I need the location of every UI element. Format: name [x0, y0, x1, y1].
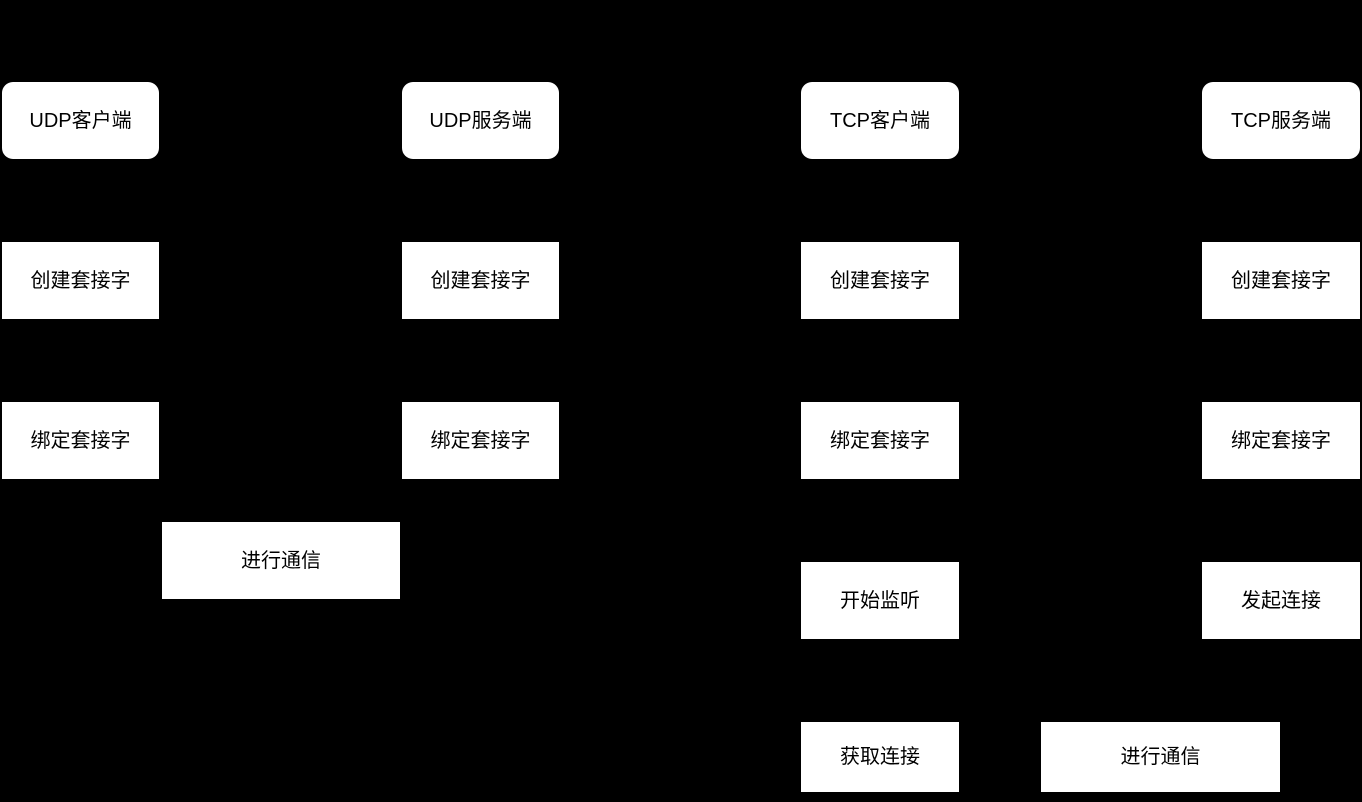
node-tcp-accept-connection: 获取连接	[801, 722, 959, 792]
node-tcp-initiate-connection: 发起连接	[1202, 562, 1360, 639]
node-tcp-client-create-socket: 创建套接字	[801, 242, 959, 319]
node-tcp-client-bind-socket: 绑定套接字	[801, 402, 959, 479]
node-udp-server-bind-socket: 绑定套接字	[402, 402, 559, 479]
node-udp-client-create-socket: 创建套接字	[2, 242, 159, 319]
node-tcp-start-listen: 开始监听	[801, 562, 959, 639]
node-udp-client: UDP客户端	[2, 82, 159, 159]
node-tcp-server-create-socket: 创建套接字	[1202, 242, 1360, 319]
node-tcp-server: TCP服务端	[1202, 82, 1360, 159]
node-tcp-communicate: 进行通信	[1041, 722, 1280, 792]
node-tcp-server-bind-socket: 绑定套接字	[1202, 402, 1360, 479]
node-udp-server-create-socket: 创建套接字	[402, 242, 559, 319]
node-udp-server: UDP服务端	[402, 82, 559, 159]
node-tcp-client: TCP客户端	[801, 82, 959, 159]
node-udp-client-bind-socket: 绑定套接字	[2, 402, 159, 479]
node-udp-communicate: 进行通信	[162, 522, 400, 599]
